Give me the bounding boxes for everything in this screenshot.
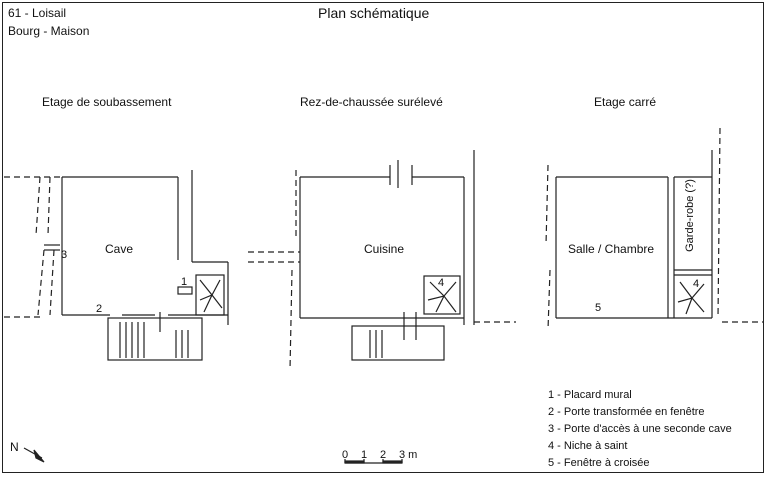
legend-item-1: 1 - Placard mural (548, 389, 632, 401)
diagram-title: Plan schématique (318, 5, 430, 21)
level-title-basement: Etage de soubassement (42, 95, 172, 109)
level-title-upper: Etage carré (594, 95, 657, 109)
room-label-salle: Salle / Chambre (568, 242, 655, 256)
basement-plan (4, 170, 229, 361)
scale-bar (344, 459, 403, 464)
room-label-cuisine: Cuisine (364, 242, 405, 256)
legend-item-2: 2 - Porte transformée en fenêtre (548, 406, 705, 418)
ground-plan (248, 150, 516, 371)
level-title-ground: Rez-de-chaussée surélevé (300, 95, 443, 109)
scale-tick-1: 1 (361, 449, 368, 461)
building-subtitle: Bourg - Maison (8, 24, 90, 38)
scale-tick-2: 2 (380, 449, 387, 461)
marker-4-upper: 4 (693, 278, 700, 290)
scale-tick-0: 0 (342, 449, 349, 461)
north-arrow (23, 447, 45, 463)
marker-3: 3 (61, 249, 68, 261)
marker-1: 1 (181, 276, 188, 288)
diagram-frame (2, 2, 764, 473)
scale-tick-3: 3 m (399, 449, 418, 461)
marker-4-ground: 4 (438, 277, 445, 289)
upper-plan (545, 127, 764, 331)
site-code: 61 - Loisail (8, 6, 67, 20)
marker-2: 2 (96, 303, 103, 315)
legend-item-4: 4 - Niche à saint (548, 440, 628, 452)
marker-5: 5 (595, 302, 602, 314)
room-label-cave: Cave (105, 242, 134, 256)
legend-item-5: 5 - Fenêtre à croisée (548, 457, 650, 469)
north-label: N (10, 440, 19, 454)
legend-item-3: 3 - Porte d'accès à une seconde cave (548, 423, 732, 435)
room-label-garde-robe: Garde-robe (?) (683, 179, 696, 252)
